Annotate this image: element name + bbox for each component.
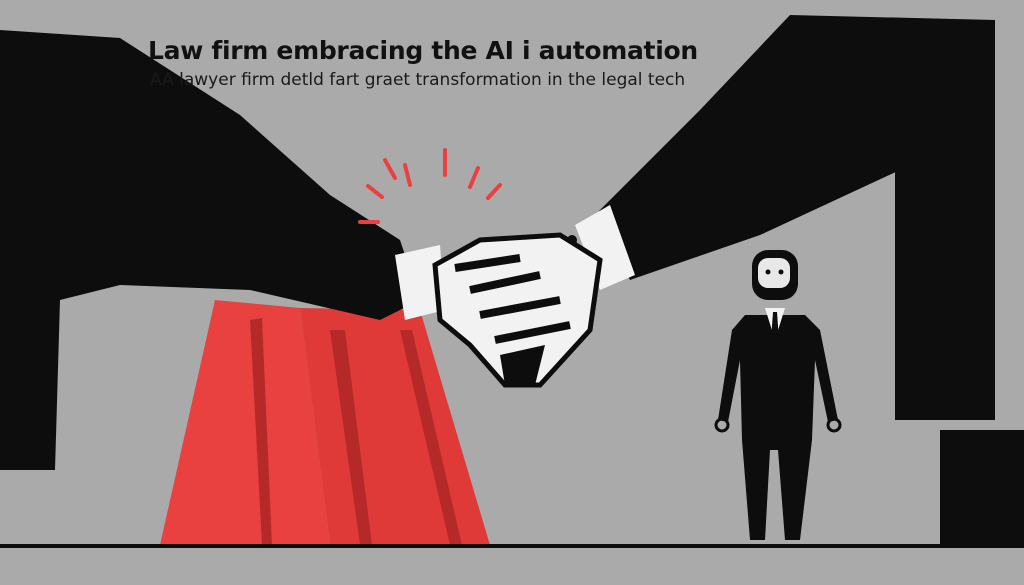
robot-lawyer-figure	[714, 250, 842, 540]
handshake	[432, 232, 603, 388]
impact-burst-icon	[358, 148, 502, 224]
red-pillar-structure	[160, 300, 490, 545]
right-cuff	[575, 205, 635, 290]
right-wall-block	[895, 95, 1024, 548]
subheadline: AA lawyer firm detld fart graet transfor…	[150, 70, 686, 90]
headline: Law firm embracing the AI i automation	[148, 36, 698, 65]
